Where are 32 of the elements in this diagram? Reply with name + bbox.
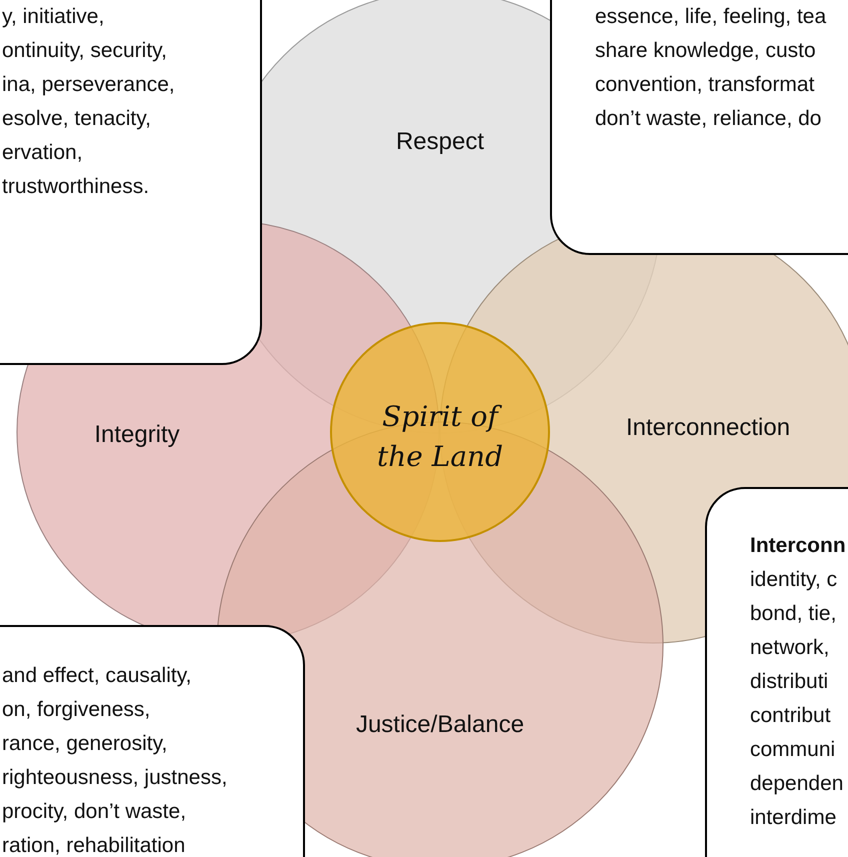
callout-text: ration, rehabilitation <box>2 833 186 857</box>
callout-text: contribut <box>750 703 831 729</box>
callout-text: and effect, causality, <box>2 663 192 689</box>
circle-label: Spirit of the Land <box>376 399 504 475</box>
callout-text: communi <box>750 737 836 763</box>
circle-label: Interconnection <box>626 414 790 442</box>
callout-text: don’t waste, reliance, do <box>595 106 822 132</box>
callout-text: trustworthiness. <box>2 174 150 200</box>
callout-text: distributi <box>750 669 828 695</box>
callout-heading: Interconn <box>750 533 846 559</box>
callout-text: ervation, <box>2 140 83 166</box>
callout-text: ina, perseverance, <box>2 72 175 98</box>
callout-box <box>0 0 262 365</box>
circle-label: Justice/Balance <box>356 711 524 739</box>
callout-text: convention, transformat <box>595 72 814 98</box>
callout-text: network, <box>750 635 830 661</box>
callout-text: share knowledge, custo <box>595 38 816 64</box>
circle-label: Integrity <box>94 421 180 449</box>
callout-text: interdime <box>750 805 836 831</box>
callout-text: identity, c <box>750 567 838 593</box>
callout-text: ontinuity, security, <box>2 38 167 64</box>
callout-box <box>550 0 848 255</box>
callout-text: essence, life, feeling, tea <box>595 4 826 30</box>
callout-text: rance, generosity, <box>2 731 168 757</box>
callout-text: dependen <box>750 771 844 797</box>
circle-label: Respect <box>396 128 484 156</box>
callout-text: righteousness, justness, <box>2 765 228 791</box>
callout-text: esolve, tenacity, <box>2 106 152 132</box>
callout-text: on, forgiveness, <box>2 697 150 723</box>
callout-text: procity, don’t waste, <box>2 799 186 825</box>
callout-text: bond, tie, <box>750 601 836 627</box>
callout-text: y, initiative, <box>2 4 104 30</box>
